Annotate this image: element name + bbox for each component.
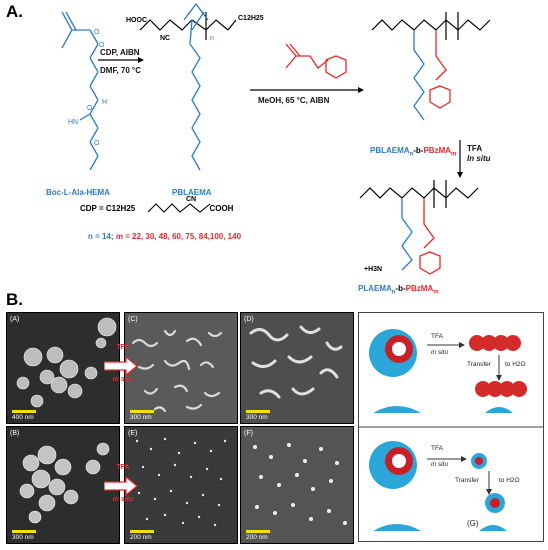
schem-top-tfa: TFA bbox=[431, 333, 443, 340]
image-d-scale-text: 300 nm bbox=[246, 414, 268, 421]
image-c-scale-text: 300 nm bbox=[130, 414, 152, 421]
step2-conditions: MeOH, 65 °C, AIBN bbox=[258, 96, 330, 105]
tfa-arrow-bottom bbox=[104, 476, 138, 496]
image-e-scalebar bbox=[130, 530, 154, 533]
polymer1-c12: C12H25 bbox=[238, 15, 264, 22]
polymer3-backbone bbox=[359, 180, 479, 208]
image-b-scale-text: 300 nm bbox=[12, 534, 34, 541]
tfa-arrow-bottom-label: TFA bbox=[116, 464, 130, 471]
schem-bottom-transfer: Transfer bbox=[455, 477, 479, 484]
cdp-definition: CDP = C12H25 COOH bbox=[80, 204, 234, 213]
image-c-tag: (C) bbox=[128, 316, 138, 323]
image-f-tag: (F) bbox=[244, 430, 253, 437]
svg-text:O: O bbox=[87, 105, 93, 112]
sem-image-a: (A) 400 nm bbox=[6, 312, 120, 424]
panel-b-letter: B. bbox=[6, 290, 23, 309]
image-f-scalebar bbox=[246, 530, 270, 533]
svg-text:O: O bbox=[94, 29, 100, 36]
schem-top-transfer: Transfer bbox=[467, 361, 491, 368]
polymer2-sidechain-red bbox=[429, 30, 451, 109]
svg-text:HN: HN bbox=[68, 119, 78, 126]
tfa-arrow-top-label: TFA bbox=[116, 344, 130, 351]
polymer2-sidechain-blue bbox=[413, 30, 425, 121]
image-b-tag: (B) bbox=[10, 430, 20, 437]
image-e-tag: (E) bbox=[128, 430, 138, 437]
image-b-scalebar bbox=[12, 530, 36, 533]
sem-image-f: (F) 200 nm bbox=[240, 426, 354, 544]
nm-values: n = 14; m = 22, 30, 48, 60, 75, 84,100, … bbox=[88, 232, 242, 241]
polymer1-nc: NC bbox=[160, 35, 170, 42]
sem-image-b: (B) 300 nm bbox=[6, 426, 120, 544]
image-d-scalebar bbox=[246, 410, 270, 413]
monomer-structure bbox=[61, 11, 99, 171]
image-a-scalebar bbox=[12, 410, 36, 413]
svg-text:H: H bbox=[102, 99, 107, 106]
image-c-scalebar bbox=[130, 410, 154, 413]
schem-bottom-insitu: in situ bbox=[431, 461, 448, 468]
step1-cond-1: CDP, AIBN bbox=[100, 48, 140, 57]
polymer3-sidechain-red bbox=[419, 198, 441, 275]
tfa-arrow-top-insitu: in situ bbox=[112, 376, 134, 383]
step1-cond-2: DMF, 70 °C bbox=[100, 66, 141, 75]
polymer3-label: PLAEMAn-b-PBzMAm bbox=[358, 284, 439, 296]
image-d-tag: (D) bbox=[244, 316, 254, 323]
polymer1-hooc: HOOC bbox=[126, 17, 147, 24]
image-e-scale-text: 200 nm bbox=[130, 534, 152, 541]
panel-a-letter: A. bbox=[6, 2, 23, 21]
image-a-tag: (A) bbox=[10, 316, 20, 323]
tfa-label: TFA bbox=[467, 144, 483, 153]
monomer-label: Boc-L-Ala-HEMA bbox=[46, 188, 110, 197]
schem-bottom-tfa: TFA bbox=[431, 445, 443, 452]
schem-top-to-h2o: to H2O bbox=[505, 361, 526, 368]
svg-text:O: O bbox=[99, 42, 105, 49]
tfa-insitu: In situ bbox=[467, 154, 491, 163]
schem-label-g: (G) bbox=[467, 519, 479, 528]
image-a-scale-text: 400 nm bbox=[12, 414, 34, 421]
polymer2-backbone bbox=[371, 12, 491, 40]
cdp-cn: CN bbox=[186, 196, 197, 203]
tfa-arrow-top bbox=[104, 356, 138, 376]
bzma-monomer bbox=[285, 43, 347, 79]
polymer1-n: n bbox=[210, 35, 214, 42]
sem-image-d: (D) 300 nm bbox=[240, 312, 354, 424]
schem-bottom-to-h2o: to H2O bbox=[499, 477, 520, 484]
sem-image-c: (C) 300 nm bbox=[124, 312, 238, 424]
polymer1-sidechain bbox=[183, 2, 209, 171]
polymer3-nh3: +H3N bbox=[364, 266, 383, 273]
tfa-arrow-bottom-insitu: in situ bbox=[112, 496, 134, 503]
polymer3-sidechain-blue bbox=[401, 198, 413, 271]
schem-top-insitu: in situ bbox=[431, 349, 448, 356]
polymer2-label: PBLAEMAn-b-PBzMAm bbox=[370, 146, 457, 158]
svg-text:O: O bbox=[94, 140, 100, 147]
cdp-structure bbox=[147, 203, 211, 213]
polymer1-backbone bbox=[139, 12, 237, 40]
image-f-scale-text: 200 nm bbox=[246, 534, 268, 541]
polymer1-label: PBLAEMA bbox=[172, 188, 212, 197]
sem-image-e: (E) 200 nm bbox=[124, 426, 238, 544]
schematic-g: TFA in situ Transfer to H2O TFA in situ … bbox=[358, 312, 544, 542]
